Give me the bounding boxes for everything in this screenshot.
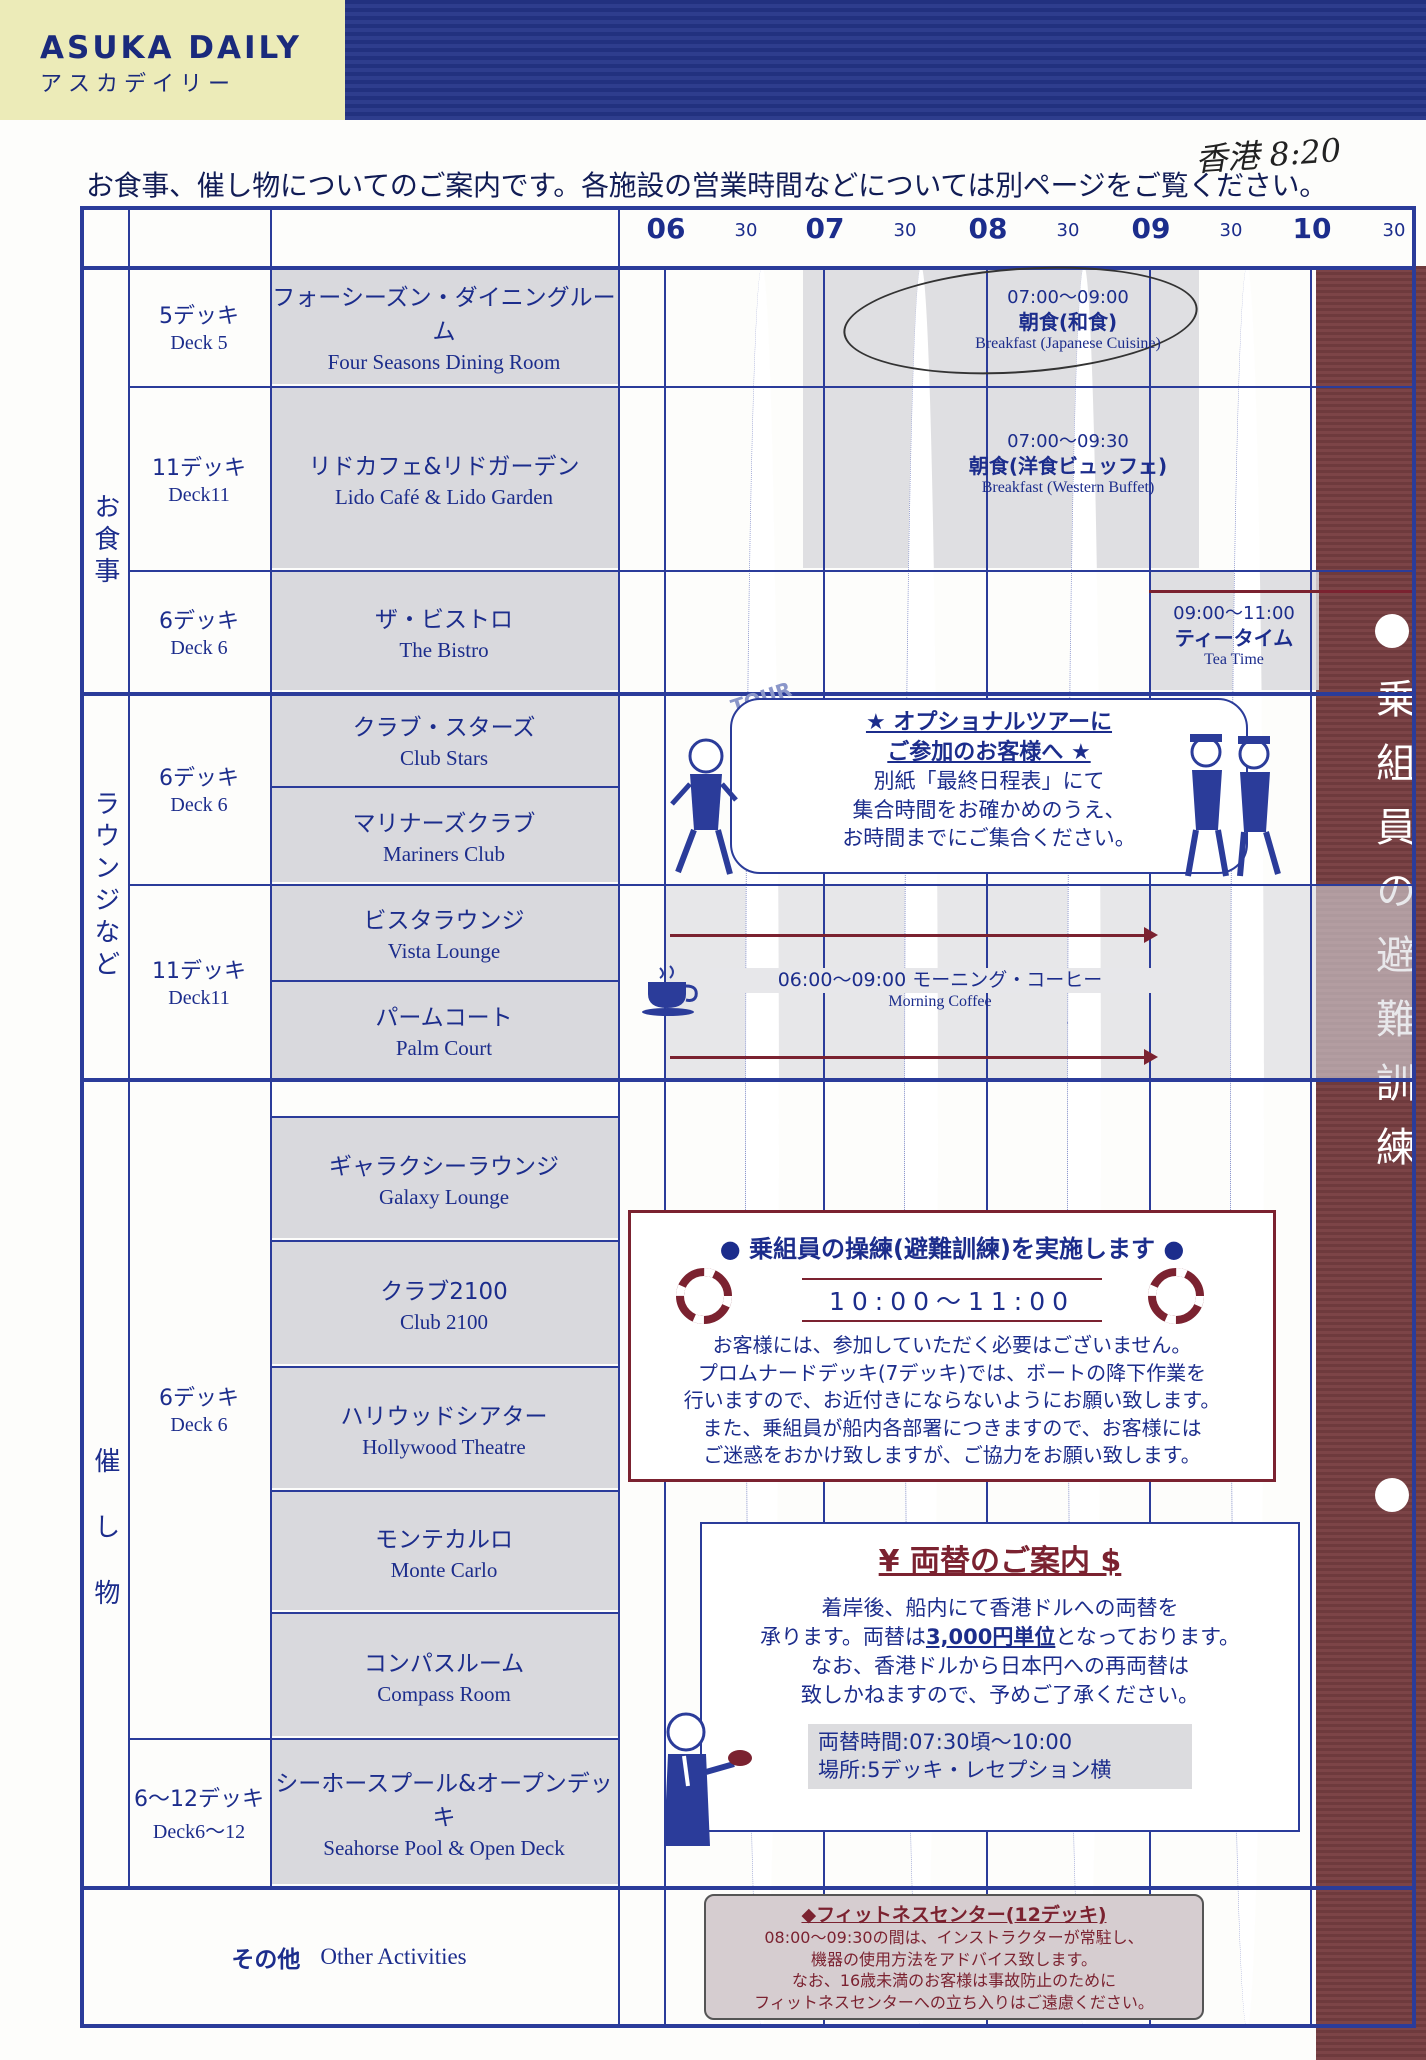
tea-time-bar bbox=[1149, 590, 1416, 593]
col-divider bbox=[128, 206, 130, 1886]
col-divider bbox=[618, 206, 620, 2028]
half-label: 30 bbox=[734, 220, 758, 241]
venue-shade bbox=[270, 1118, 618, 1238]
row-rule bbox=[128, 386, 1416, 388]
life-ring-icon bbox=[676, 1268, 732, 1324]
half-label: 30 bbox=[1382, 220, 1406, 241]
row-rule bbox=[128, 570, 1416, 572]
side-banner bbox=[1316, 266, 1426, 2060]
venue-shade bbox=[270, 1368, 618, 1488]
schedule-table: 06 30 07 30 08 30 09 30 10 30 お食事 ラウンジなど… bbox=[80, 206, 1416, 2028]
row-rule bbox=[270, 1612, 618, 1614]
hour-line-10 bbox=[1310, 266, 1312, 2028]
banner-dot-bottom bbox=[1375, 1478, 1409, 1512]
waiter-figure bbox=[664, 1712, 752, 1846]
venue-shade bbox=[270, 266, 618, 384]
hour-label-06: 06 bbox=[646, 212, 686, 245]
hour-line-08 bbox=[986, 266, 988, 2028]
row-rule bbox=[128, 884, 1416, 886]
venue-shade bbox=[270, 388, 618, 568]
fitness-center-notice: ◆フィットネスセンター(12デッキ) 08:00〜09:30の間は、インストラク… bbox=[704, 1894, 1204, 2020]
masthead-kana: アスカデイリー bbox=[40, 72, 237, 97]
half-label: 30 bbox=[1219, 220, 1243, 241]
event-breakfast-japanese: 07:00〜09:00 朝食(和食) Breakfast (Japanese C… bbox=[975, 287, 1161, 353]
category-events: 催し物 bbox=[89, 1447, 120, 1645]
event-morning-coffee: 06:00〜09:00 モーニング・コーヒー Morning Coffee bbox=[710, 968, 1170, 1011]
exchange-info-box: 両替時間:07:30頃〜10:00 場所:5デッキ・レセプション横 bbox=[808, 1723, 1192, 1789]
row-rule bbox=[270, 786, 618, 788]
evacuation-drill-notice: ● 乗組員の操練(避難訓練)を実施します ● 10:00〜11:00 お客様には… bbox=[628, 1210, 1276, 1482]
row-rule bbox=[270, 1366, 618, 1368]
hour-label-09: 09 bbox=[1131, 212, 1171, 245]
row-rule bbox=[270, 1116, 618, 1118]
venue-shade bbox=[270, 1242, 618, 1364]
category-lounge: ラウンジなど bbox=[89, 790, 120, 982]
intro-text: お食事、催し物についてのご案内です。各施設の営業時間などについては別ページをご覧… bbox=[86, 169, 1327, 202]
tourist-couple-figure bbox=[1185, 734, 1281, 877]
masthead-logo: ASUKA DAILY アスカデイリー bbox=[0, 0, 345, 120]
coffee-arrow-palm bbox=[670, 1049, 1158, 1065]
venue-shade bbox=[270, 886, 618, 980]
masthead-band bbox=[345, 0, 1426, 120]
timeline-shade-breakfast bbox=[803, 266, 1199, 568]
half-label: 30 bbox=[893, 220, 917, 241]
half-label: 30 bbox=[1056, 220, 1080, 241]
venue-shade bbox=[270, 1492, 618, 1610]
row-rule bbox=[270, 980, 618, 982]
masthead-title: ASUKA DAILY bbox=[40, 30, 302, 66]
section-rule bbox=[80, 1078, 1416, 1082]
category-dining: お食事 bbox=[89, 493, 120, 589]
row-rule bbox=[270, 1490, 618, 1492]
hour-line-07 bbox=[823, 266, 825, 2028]
hour-line-06 bbox=[664, 266, 666, 2028]
venue-shade bbox=[270, 694, 618, 786]
venue-shade bbox=[270, 572, 618, 690]
currency-exchange-notice: ¥ 両替のご案内 $ 着岸後、船内にて香港ドルへの両替を 承ります。両替は3,0… bbox=[700, 1522, 1300, 1832]
col-divider bbox=[270, 206, 272, 1886]
life-ring-icon bbox=[1148, 1268, 1204, 1324]
row-rule bbox=[128, 1738, 618, 1740]
section-rule bbox=[80, 1886, 1416, 1890]
tourist-figure-left bbox=[670, 738, 738, 875]
venue-shade bbox=[270, 982, 618, 1078]
event-breakfast-western: 07:00〜09:30 朝食(洋食ビュッフェ) Breakfast (Weste… bbox=[968, 431, 1168, 497]
hour-label-07: 07 bbox=[805, 212, 845, 245]
hour-label-08: 08 bbox=[968, 212, 1008, 245]
venue-shade bbox=[270, 788, 618, 882]
venue-shade bbox=[270, 1740, 618, 1884]
section-rule bbox=[80, 692, 1416, 696]
banner-dot-top bbox=[1375, 614, 1409, 648]
venue-shade bbox=[270, 1614, 618, 1736]
row-rule bbox=[270, 1240, 618, 1242]
header-rule bbox=[80, 266, 1416, 270]
coffee-arrow-vista bbox=[670, 927, 1158, 943]
coffee-cup-icon bbox=[642, 965, 698, 1016]
hour-line-09 bbox=[1149, 266, 1151, 2028]
hour-label-10: 10 bbox=[1292, 212, 1332, 245]
event-tea-time: 09:00〜11:00 ティータイム Tea Time bbox=[1173, 603, 1295, 669]
